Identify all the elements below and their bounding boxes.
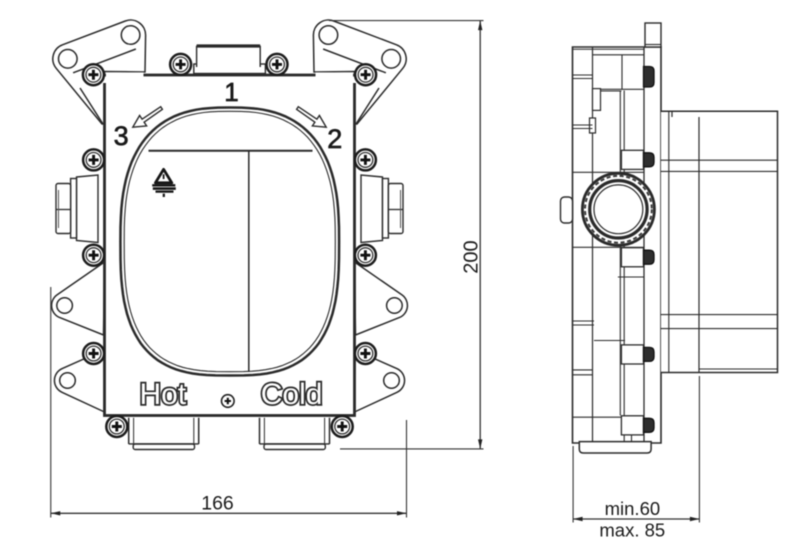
svg-text:max. 85: max. 85: [599, 520, 665, 541]
svg-text:Hot: Hot: [139, 378, 186, 411]
svg-text:Hot: Hot: [139, 378, 186, 411]
svg-text:Cold: Cold: [261, 378, 323, 411]
svg-text:200: 200: [461, 240, 483, 273]
svg-text:1: 1: [224, 77, 238, 107]
svg-text:Cold: Cold: [261, 378, 323, 411]
svg-text:3: 3: [114, 121, 129, 151]
svg-text:2: 2: [327, 124, 342, 154]
svg-text:166: 166: [201, 493, 234, 515]
svg-text:min.60: min.60: [605, 498, 661, 519]
